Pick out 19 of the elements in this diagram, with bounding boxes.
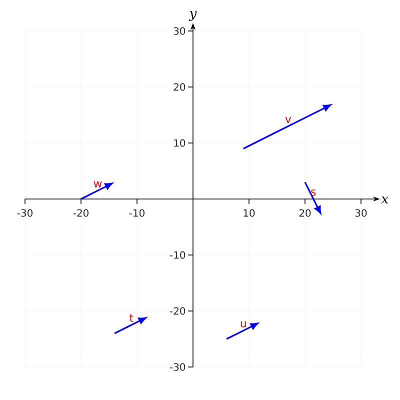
- tick-label: -30: [170, 363, 186, 371]
- vector-label: w: [94, 181, 102, 188]
- tick-label: -10: [129, 209, 145, 217]
- vector-label: t: [130, 314, 134, 322]
- vector-label: s: [311, 189, 316, 196]
- tick-label: -30: [17, 209, 32, 217]
- vector-label: u: [240, 321, 246, 328]
- tick-label: 10: [174, 139, 186, 147]
- tick-label: -20: [73, 209, 88, 217]
- tick-label: 30: [174, 27, 186, 35]
- tick-label: 20: [174, 83, 186, 91]
- tick-label: 20: [299, 209, 311, 217]
- vector-label: v: [285, 117, 292, 123]
- tick-label: 30: [355, 209, 367, 217]
- tick-label: -20: [170, 307, 186, 315]
- axis-label: x: [381, 196, 388, 204]
- axis-label: y: [188, 11, 197, 21]
- tick-label: 10: [244, 209, 255, 217]
- tick-label: -10: [170, 251, 186, 259]
